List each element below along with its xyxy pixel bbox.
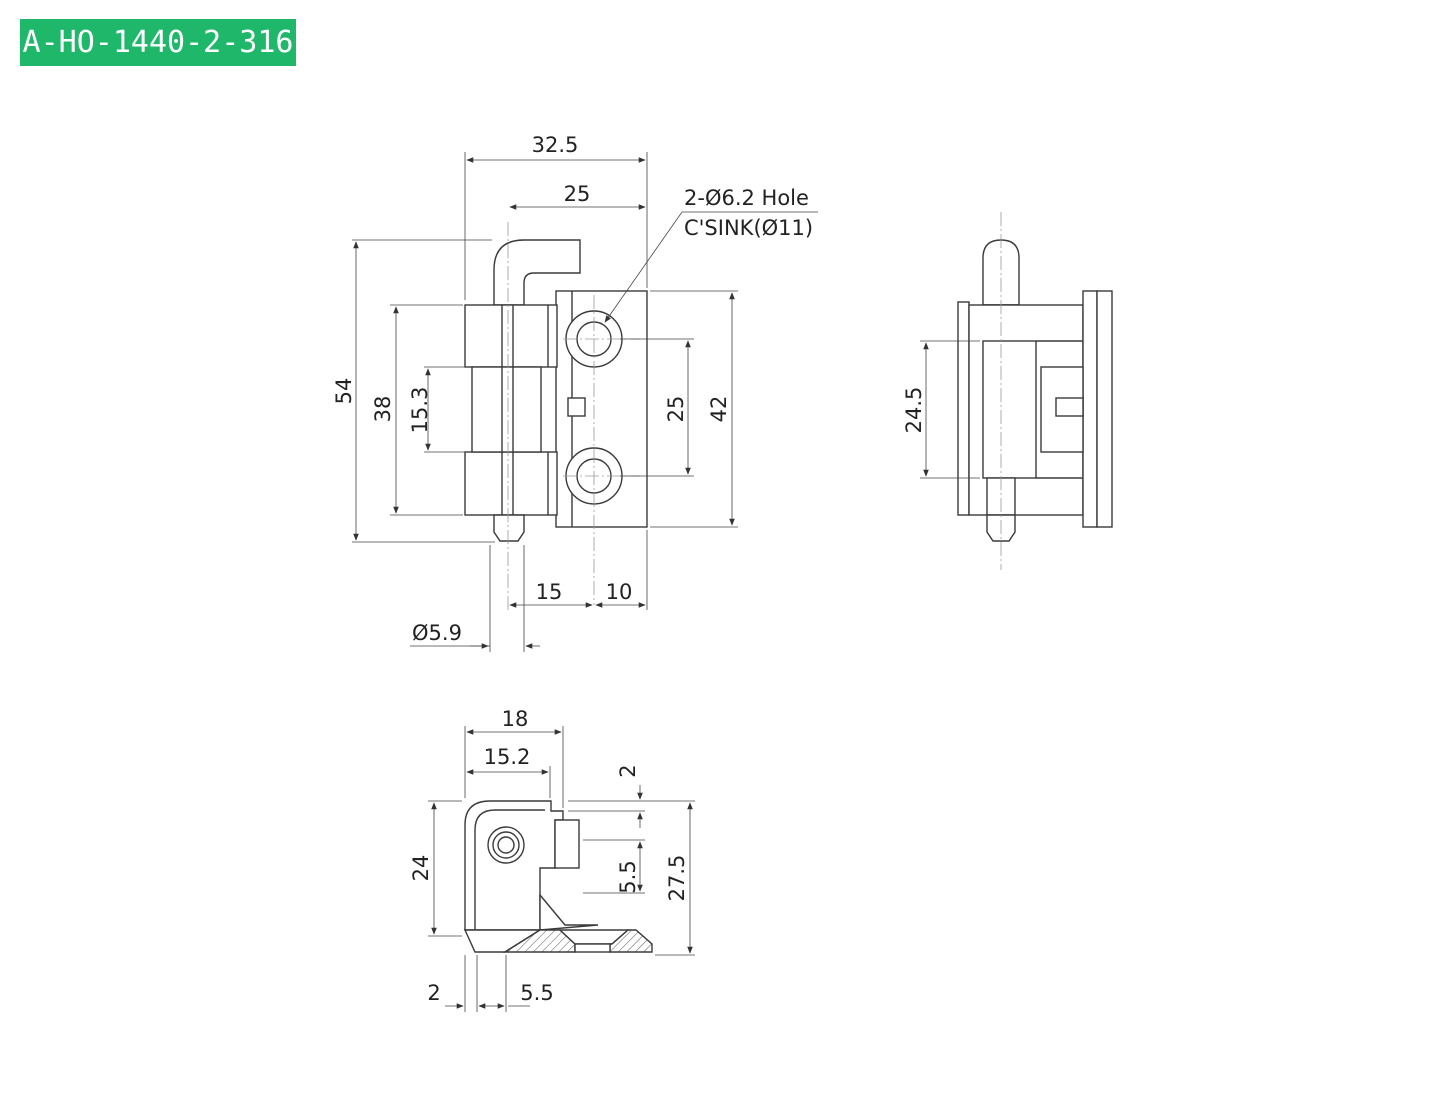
dim-bottom-overall-height: 27.5 <box>665 855 689 902</box>
dim-leaf-width: 25 <box>564 182 591 206</box>
hole-note-line2: C'SINK(Ø11) <box>684 216 813 240</box>
left-leaf-upper <box>464 304 558 368</box>
bottom-tab <box>554 819 580 869</box>
dim-overall-width: 32.5 <box>532 133 579 157</box>
dim-bottom-offset: 5.5 <box>520 981 553 1005</box>
dim-bottom-step: 5.5 <box>616 860 640 893</box>
dim-pin-to-hole: 15 <box>536 580 563 604</box>
part-number-badge: A-HO-1440-2-316 <box>20 19 296 66</box>
pin-tip <box>493 514 525 542</box>
dim-hole-to-edge: 10 <box>606 580 633 604</box>
side-right-plate-b <box>1096 290 1113 528</box>
side-knuckle <box>982 340 1037 479</box>
side-left-plate <box>957 301 970 516</box>
dim-hole-pitch: 25 <box>664 396 688 423</box>
dim-bottom-width: 18 <box>502 707 529 731</box>
left-leaf-lower <box>464 451 558 516</box>
dim-side-height: 24.5 <box>902 387 926 434</box>
pin-hook <box>493 239 581 306</box>
side-view: 24.5 <box>902 212 1113 570</box>
dim-bottom-top-gap: 2 <box>616 764 640 777</box>
dim-pin-diameter: Ø5.9 <box>412 621 462 645</box>
dim-knuckle-height: 15.3 <box>408 387 432 434</box>
dim-leaf-height: 42 <box>707 396 731 423</box>
dim-bottom-height: 24 <box>409 855 433 882</box>
bottom-view: 18 15.2 2 24 5.5 27.5 2 5.5 <box>409 707 695 1012</box>
front-view: 32.5 25 2-Ø6.2 Hole C'SINK(Ø11) 54 38 15… <box>332 133 818 652</box>
dim-bottom-left: 2 <box>427 981 440 1005</box>
dim-body-height: 38 <box>371 396 395 423</box>
side-right-plate-a <box>1082 290 1098 528</box>
pin-section-inner <box>497 836 515 854</box>
dim-bottom-inner-width: 15.2 <box>484 745 531 769</box>
dim-overall-height: 54 <box>332 378 356 405</box>
hole-note-line1: 2-Ø6.2 Hole <box>684 186 809 210</box>
knuckle-middle <box>471 366 542 453</box>
bottom-arm <box>539 893 599 931</box>
